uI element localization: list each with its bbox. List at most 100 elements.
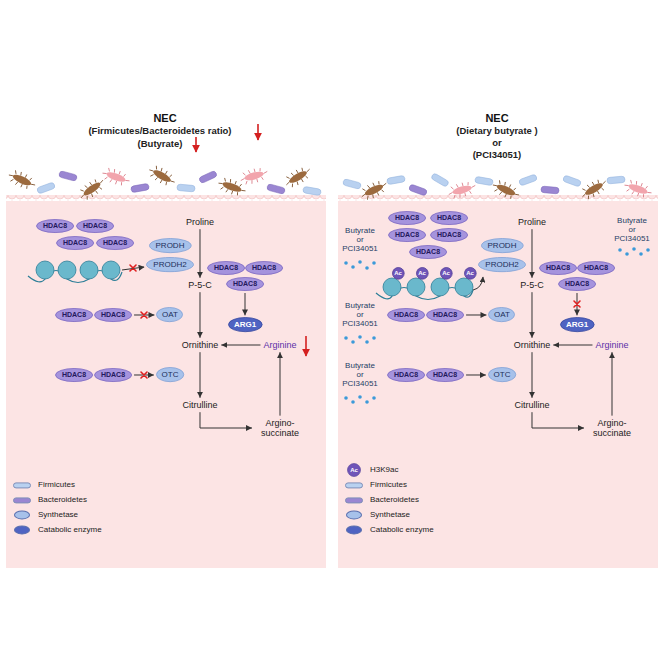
node-text: OAT	[162, 310, 178, 319]
bacterium	[387, 175, 406, 184]
transcription-arrow	[473, 277, 483, 290]
node-text: HDAC8	[395, 231, 419, 239]
bacterium	[303, 186, 322, 195]
bacterium	[490, 178, 521, 203]
node-shape	[387, 308, 424, 321]
bacterium	[578, 176, 609, 202]
bacterium	[100, 166, 131, 189]
pathway-arrow	[221, 345, 260, 346]
node-shape	[157, 308, 183, 322]
node-text: PRODH	[488, 241, 517, 250]
node-text: Argino- succinate	[255, 418, 305, 439]
legend-text: Firmicutes	[38, 480, 75, 489]
bacterium	[146, 163, 177, 189]
nucleosome	[431, 278, 449, 296]
synthetase-ellipse: PRODH	[481, 238, 524, 253]
metabolite-label: Proline	[517, 217, 547, 227]
node-text: Ac	[442, 270, 450, 276]
node-shape	[426, 308, 463, 321]
bacterium	[447, 180, 478, 201]
hdac8-ellipse: HDAC8	[430, 211, 468, 225]
acetyl-label: Ac	[350, 467, 358, 473]
pathway-arrow	[200, 412, 252, 428]
legend-swatch	[14, 526, 30, 535]
synthetase-ellipse: OTC	[488, 367, 516, 382]
node-text: HDAC8	[433, 371, 457, 379]
decrease-arrow	[257, 124, 259, 140]
metabolite-label: Ornithine	[513, 340, 552, 350]
hdac8-ellipse: HDAC8	[387, 368, 425, 382]
hdac8-ellipse: HDAC8	[388, 211, 426, 225]
node-text: HDAC8	[394, 371, 418, 379]
panel-subtitle: (Dietary butyrate )	[456, 126, 537, 137]
catabolic-enzyme-ellipse: ARG1	[560, 317, 595, 332]
acetyl-mark: Ac	[440, 267, 453, 280]
epithelial-cell	[6, 201, 326, 568]
pathway-arrow	[466, 314, 486, 315]
node-text: HDAC8	[252, 264, 276, 272]
node-shape	[245, 261, 282, 274]
node-shape	[55, 308, 92, 321]
hdac8-ellipse: HDAC8	[387, 308, 425, 322]
legend-text: Bacteroidetes	[38, 495, 87, 504]
panel-subtitle: (PCI34051)	[473, 150, 522, 161]
node-text: HDAC8	[584, 264, 608, 272]
legend-text: Synthetase	[370, 510, 410, 519]
node-shape	[430, 211, 467, 224]
node-shape	[440, 267, 452, 279]
bacterium	[518, 174, 537, 186]
node-shape	[478, 258, 525, 272]
node-text: OTC	[162, 370, 179, 379]
node-text: HDAC8	[62, 311, 86, 319]
node-text: PRODH2	[485, 260, 518, 269]
node-text: HDAC8	[546, 264, 570, 272]
node-shape	[388, 228, 425, 241]
bacterium	[239, 166, 270, 187]
pathway-arrow	[612, 352, 613, 415]
node-shape	[94, 368, 131, 381]
hdac8-ellipse: HDAC8	[76, 219, 114, 233]
pathway-arrow	[532, 352, 533, 398]
node-shape	[226, 277, 263, 290]
metabolite-label: Proline	[185, 217, 215, 227]
legend-row: Synthetase	[345, 510, 410, 519]
nucleosome	[407, 278, 425, 296]
node-text: HDAC8	[62, 371, 86, 379]
decrease-arrow	[195, 137, 197, 152]
node-shape	[228, 318, 262, 332]
node-shape	[488, 368, 515, 382]
hdac8-ellipse: HDAC8	[226, 277, 264, 291]
legend-swatch	[345, 482, 363, 488]
node-shape	[539, 261, 576, 274]
node-text: PRODH2	[153, 260, 186, 269]
nucleosome	[58, 261, 76, 279]
node-text: Arginine	[595, 340, 628, 350]
node-text: Ac	[466, 270, 474, 276]
legend-swatch	[13, 482, 31, 488]
node-shape	[76, 219, 113, 232]
node-text: ARG1	[566, 320, 588, 329]
synthetase-ellipse: OTC	[156, 367, 184, 382]
metabolite-label: Citrulline	[181, 400, 218, 410]
node-text: HDAC8	[395, 214, 419, 222]
metabolite-label: Citrulline	[513, 400, 550, 410]
bacterium	[77, 175, 108, 203]
hdac8-ellipse: HDAC8	[409, 245, 447, 259]
hdac8-ellipse: HDAC8	[55, 308, 93, 322]
hdac8-ellipse: HDAC8	[36, 219, 74, 233]
node-shape	[146, 258, 193, 272]
hdac8-ellipse: HDAC8	[55, 368, 93, 382]
node-shape	[56, 236, 93, 249]
pathway-arrow	[553, 345, 592, 346]
legend-row: Catabolic enzyme	[345, 525, 434, 534]
node-text: OTC	[494, 370, 511, 379]
bacterium	[342, 179, 361, 190]
metabolite-label: Argino- succinate	[586, 418, 638, 439]
node-text: ARG1	[234, 320, 256, 329]
legend-swatch	[14, 511, 30, 520]
node-text: HDAC8	[103, 239, 127, 247]
node-shape	[94, 308, 131, 321]
legend-text: Firmicutes	[370, 480, 407, 489]
hdac8-ellipse: HDAC8	[558, 277, 596, 291]
